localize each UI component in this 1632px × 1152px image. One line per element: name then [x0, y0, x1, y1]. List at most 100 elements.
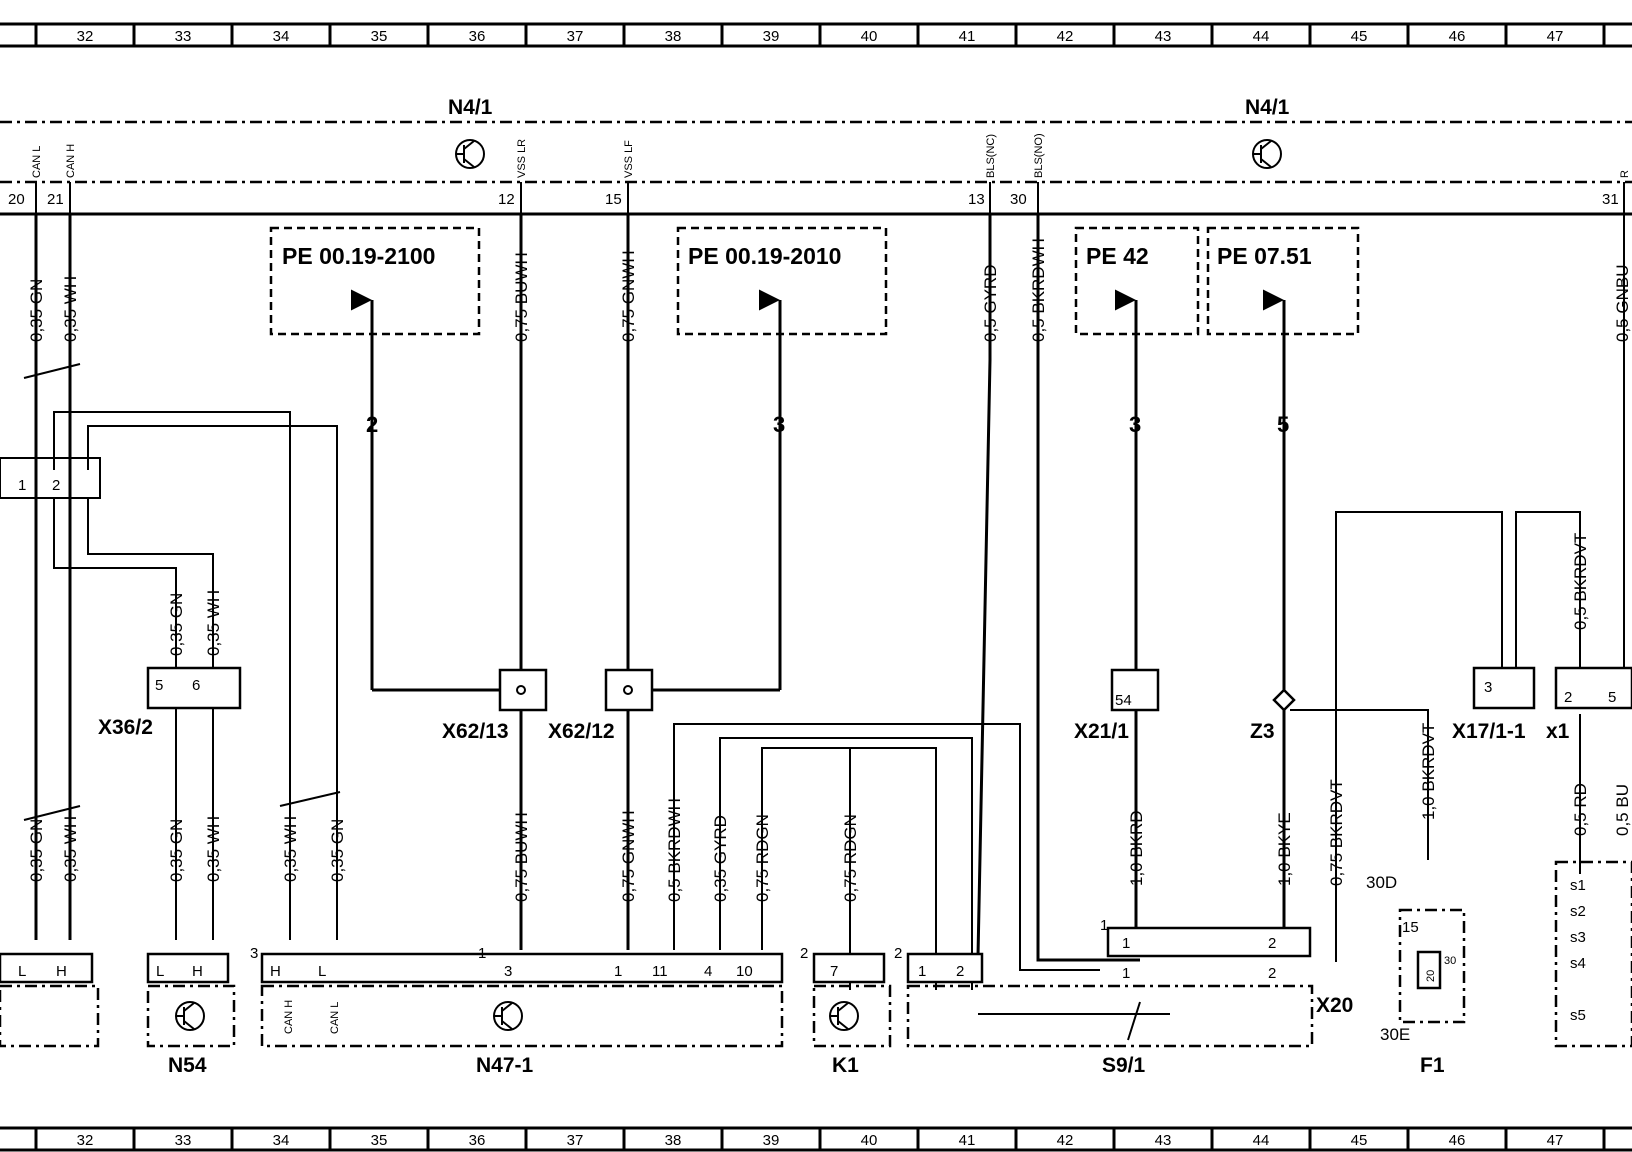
svg-text:3: 3: [1484, 679, 1492, 696]
component-f1[interactable]: 20 30 15 30D 30E F1: [1366, 873, 1466, 1077]
svg-text:30: 30: [1444, 955, 1456, 967]
ruler-label: 46: [1449, 1132, 1466, 1149]
svg-text:30D: 30D: [1366, 873, 1397, 892]
svg-text:3: 3: [250, 945, 258, 962]
svg-text:CAN H: CAN H: [65, 144, 77, 178]
ruler-label: 42: [1057, 28, 1074, 45]
svg-text:1: 1: [1122, 935, 1130, 952]
ruler-label: 41: [959, 1132, 976, 1149]
svg-text:2: 2: [800, 945, 808, 962]
svg-text:CAN H: CAN H: [283, 1000, 295, 1034]
svg-text:N47-1: N47-1: [476, 1054, 534, 1077]
svg-text:0,35 GYRD: 0,35 GYRD: [711, 815, 730, 902]
svg-text:1: 1: [478, 945, 486, 962]
svg-text:6: 6: [192, 677, 200, 694]
ruler-label: 38: [665, 1132, 682, 1149]
switch-block-partial[interactable]: s1 s2 s3 s4 s5: [1554, 860, 1632, 1048]
svg-text:13: 13: [968, 191, 985, 208]
svg-text:20: 20: [8, 191, 25, 208]
svg-text:H: H: [56, 963, 67, 980]
svg-text:s4: s4: [1570, 955, 1586, 972]
svg-text:X17/1-1: X17/1-1: [1452, 720, 1526, 743]
svg-text:S9/1: S9/1: [1102, 1054, 1146, 1077]
right-wires: 1,0 BKRD 1,0 BKYE 0,75 BKRDVT 1,0 BKRDVT…: [1127, 214, 1632, 962]
connector-x62-12[interactable]: X62/12: [548, 668, 654, 743]
svg-text:0,35 WH: 0,35 WH: [61, 816, 80, 882]
svg-text:1: 1: [1100, 917, 1108, 934]
svg-text:3: 3: [773, 412, 785, 437]
svg-text:s1: s1: [1570, 877, 1586, 894]
ruler-label: 37: [567, 1132, 584, 1149]
n4-pin-30: 30 BLS(NO): [1010, 133, 1045, 214]
ruler-label: 47: [1547, 28, 1564, 45]
vss-wires: 0,75 BUWH 0,75 GNWH 0,75 BUWH 0,75 GNWH: [372, 214, 780, 950]
ruler-label: 42: [1057, 1132, 1074, 1149]
svg-text:R: R: [1619, 170, 1631, 178]
ref-box-pe-07-51[interactable]: PE 07.51 5: [1206, 226, 1360, 700]
svg-text:0,35 GN: 0,35 GN: [27, 279, 46, 342]
n4-1-label-right: N4/1: [1245, 96, 1290, 119]
ruler-label: 36: [469, 28, 486, 45]
svg-text:20: 20: [1425, 970, 1437, 982]
svg-text:3: 3: [1129, 412, 1141, 437]
ruler-label: 43: [1155, 1132, 1172, 1149]
svg-text:5: 5: [155, 677, 163, 694]
svg-text:s3: s3: [1570, 929, 1586, 946]
svg-text:15: 15: [605, 191, 622, 208]
n4-pin-31: 31 R: [1602, 170, 1631, 214]
svg-text:PE 42: PE 42: [1086, 243, 1149, 269]
connector-x36-2[interactable]: 5 6 X36/2 0,35 GN 0,35 WH: [98, 590, 242, 739]
component-s9-1[interactable]: 2 1 2 1 1 2 1 2 S9/1 X20: [894, 917, 1353, 1077]
svg-text:BLS(NC): BLS(NC): [985, 134, 997, 178]
svg-text:PE 07.51: PE 07.51: [1217, 243, 1312, 269]
connector-x1[interactable]: 2 5 x1: [1546, 666, 1632, 743]
svg-text:L: L: [156, 963, 164, 980]
component-k1[interactable]: 2 7 K1: [800, 945, 892, 1077]
n4-pin-20: 20 CAN L: [8, 146, 43, 214]
transistor-icon: [1252, 139, 1282, 169]
svg-text:2: 2: [1564, 689, 1572, 706]
svg-text:CAN L: CAN L: [31, 146, 43, 178]
component-n47-1[interactable]: 3 H L CAN H CAN L 1 3 1 11 4 10 N47-1: [250, 945, 784, 1077]
svg-text:VSS LF: VSS LF: [623, 140, 635, 178]
connector-x17-1-1[interactable]: 3 X17/1-1: [1452, 666, 1536, 743]
svg-text:PE 00.19-2010: PE 00.19-2010: [688, 243, 841, 269]
ruler-label: 32: [77, 28, 94, 45]
connector-x62-13[interactable]: X62/13: [442, 668, 548, 743]
svg-text:0,75 BKRDVT: 0,75 BKRDVT: [1327, 779, 1346, 886]
ruler-label: 44: [1253, 1132, 1270, 1149]
svg-text:0,75 RDGN: 0,75 RDGN: [753, 814, 772, 902]
ref-box-pe-00-19-2100[interactable]: PE 00.19-2100 2: [269, 226, 481, 690]
ruler-label: 47: [1547, 1132, 1564, 1149]
svg-text:2: 2: [52, 477, 60, 494]
svg-text:0,75 GNWH: 0,75 GNWH: [619, 250, 638, 342]
ref-box-pe-42[interactable]: PE 42 3: [1074, 226, 1200, 670]
component-left-partial[interactable]: L H: [0, 952, 100, 1048]
svg-text:54: 54: [1115, 692, 1132, 709]
connector-x21-1[interactable]: 54 X21/1: [1074, 668, 1160, 743]
svg-text:Z3: Z3: [1250, 720, 1275, 743]
svg-text:N54: N54: [168, 1054, 207, 1077]
svg-text:21: 21: [47, 191, 64, 208]
svg-text:0,5 BKRDWH: 0,5 BKRDWH: [665, 798, 684, 902]
wire-label: 0,35 WH: [204, 816, 223, 882]
svg-text:1,0 BKRDVT: 1,0 BKRDVT: [1419, 723, 1438, 820]
svg-text:0,75 BUWH: 0,75 BUWH: [512, 252, 531, 342]
ruler-label: 46: [1449, 28, 1466, 45]
transistor-icon: [175, 1001, 205, 1031]
ref-box-pe-00-19-2010[interactable]: PE 00.19-2010 3: [676, 226, 888, 690]
ruler-label: 37: [567, 28, 584, 45]
ruler-label: 39: [763, 1132, 780, 1149]
svg-text:L: L: [18, 963, 26, 980]
svg-text:L: L: [318, 963, 326, 980]
svg-text:s5: s5: [1570, 1007, 1586, 1024]
svg-text:2: 2: [894, 945, 902, 962]
connector-z3[interactable]: Z3: [1250, 688, 1296, 743]
svg-text:0,75 BUWH: 0,75 BUWH: [512, 812, 531, 902]
svg-text:1,0 BKRD: 1,0 BKRD: [1127, 810, 1146, 886]
component-n54[interactable]: L H N54: [146, 952, 236, 1077]
svg-text:0,35 WH: 0,35 WH: [61, 276, 80, 342]
wire-label: 0,35 WH: [281, 816, 300, 882]
svg-text:0,75 RDGN: 0,75 RDGN: [841, 814, 860, 902]
